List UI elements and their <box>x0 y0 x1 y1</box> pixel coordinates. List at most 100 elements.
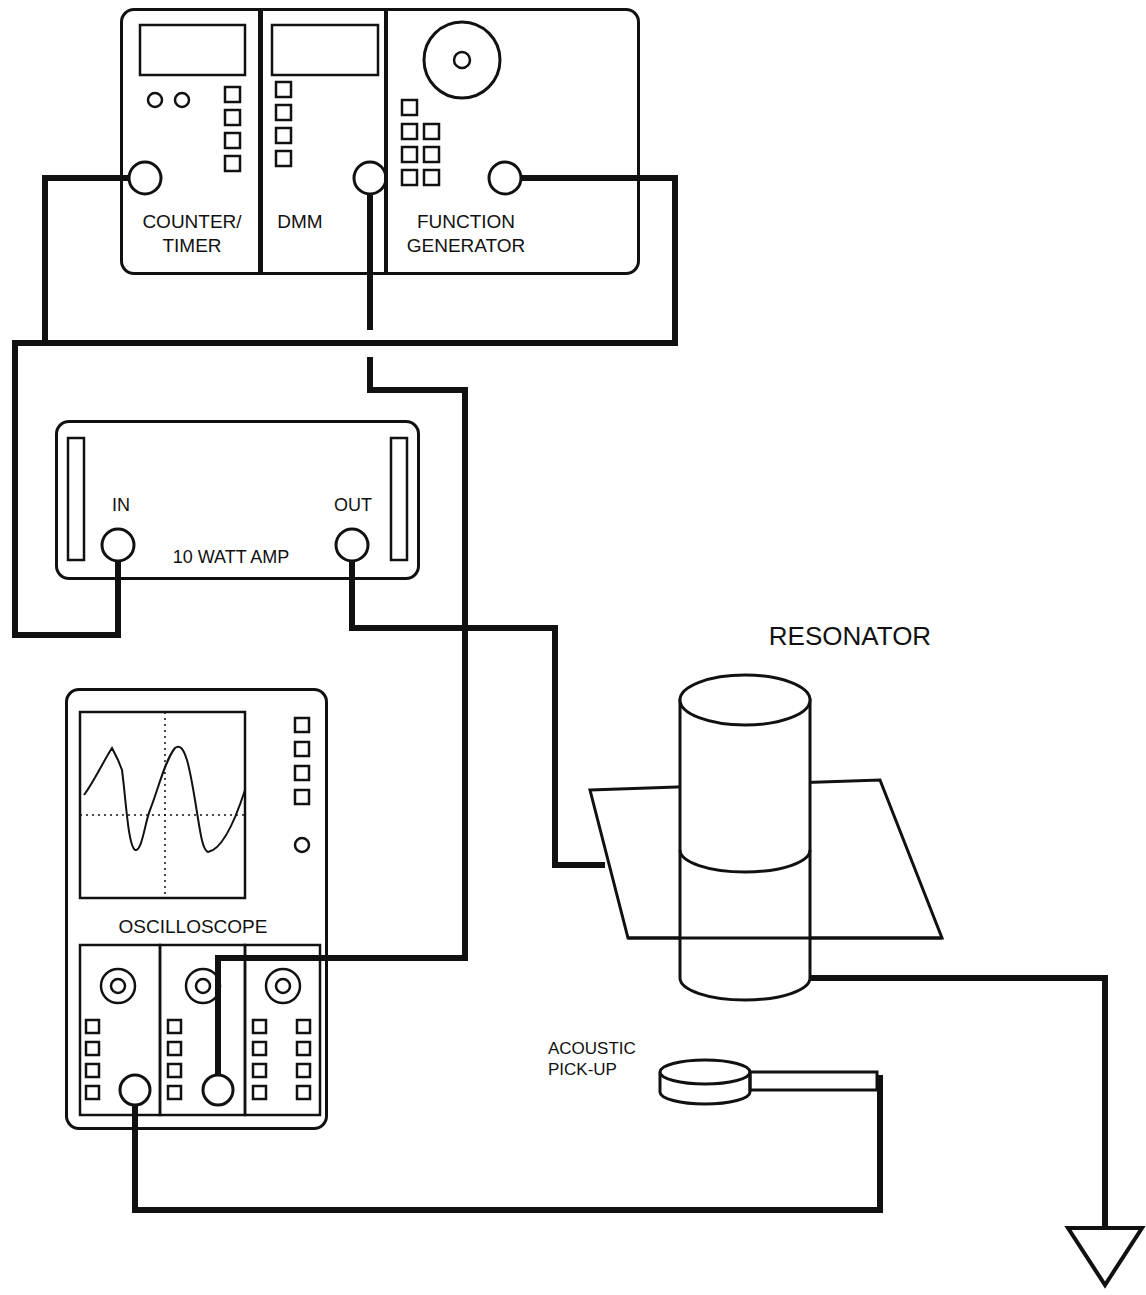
plugin-dial <box>101 969 135 1003</box>
scope-waveform <box>84 747 245 852</box>
plugin-dial <box>266 969 300 1003</box>
node-label: FUNCTION GENERATOR <box>396 210 536 258</box>
wire <box>45 178 675 343</box>
plugin-button <box>86 1064 99 1077</box>
counter-button <box>225 156 240 171</box>
scope-graticule <box>164 712 166 898</box>
text-slot: RESONATOR <box>700 620 1000 653</box>
resonator-top <box>680 675 810 725</box>
node-label: DMM <box>265 210 335 234</box>
scope-plugin <box>80 945 160 1115</box>
counter-timer-panel: COUNTER/ TIMER <box>120 8 263 275</box>
generator-button <box>402 100 417 115</box>
counter-knob <box>175 93 189 107</box>
resonator-cylinder <box>680 700 810 1000</box>
plugin-button <box>297 1064 310 1077</box>
plugin-button <box>253 1020 266 1033</box>
amp-handle <box>391 438 407 560</box>
scope-screen <box>80 712 245 898</box>
generator-button <box>402 124 417 139</box>
function-generator-panel: FUNCTION GENERATOR <box>385 8 640 275</box>
plugin-dial-center <box>111 979 125 993</box>
plugin-dial-center <box>196 979 210 993</box>
counter-button <box>225 133 240 148</box>
scope-button <box>295 742 309 756</box>
resonator-seam <box>680 850 810 872</box>
wire <box>352 580 605 865</box>
node-label: COUNTER/ TIMER <box>127 210 257 258</box>
plugin-button <box>253 1042 266 1055</box>
wire-stub <box>218 958 328 1075</box>
generator-button <box>402 170 417 185</box>
node-label: RESONATOR <box>700 620 1000 653</box>
amp-handle <box>68 438 84 560</box>
text-slot: IN <box>101 494 141 517</box>
plugin-button <box>168 1042 181 1055</box>
node-label: OSCILLOSCOPE <box>93 915 293 939</box>
dmm-display <box>272 25 378 75</box>
plugin-button <box>253 1086 266 1099</box>
plugin-button <box>297 1086 310 1099</box>
oscilloscope-box: OSCILLOSCOPE <box>65 688 328 1130</box>
node-label: ACOUSTIC PICK-UP <box>548 1038 658 1081</box>
plugin-button <box>297 1020 310 1033</box>
counter-button <box>225 87 240 102</box>
wire-stub <box>521 175 640 181</box>
node-label: 10 WATT AMP <box>156 546 306 569</box>
text-slot: COUNTER/ TIMER <box>127 210 257 258</box>
text-slot: 10 WATT AMP <box>156 546 306 569</box>
node-label: OUT <box>323 494 383 517</box>
plugin-dial-center <box>276 979 290 993</box>
node-label: IN <box>101 494 141 517</box>
dmm-jack <box>354 162 386 194</box>
dmm-button <box>276 151 291 166</box>
scope-button <box>295 790 309 804</box>
plugin-button <box>86 1042 99 1055</box>
scope-knob <box>295 838 309 852</box>
wire-stub <box>132 1105 138 1130</box>
text-slot: FUNCTION GENERATOR <box>396 210 536 258</box>
resonator-node: RESONATOR <box>605 612 945 987</box>
dmm-button <box>276 105 291 120</box>
acoustic-pickup-node: ACOUSTIC PICK-UP <box>545 1036 880 1102</box>
wire <box>328 275 465 958</box>
generator-button <box>424 170 439 185</box>
scope-plugin <box>160 945 245 1115</box>
generator-dial <box>424 22 500 98</box>
wire-stub <box>367 194 373 275</box>
scope-plugin <box>245 945 320 1115</box>
scope-ch1-jack <box>120 1075 150 1105</box>
scope-button <box>295 766 309 780</box>
drive-plate-edge <box>628 937 942 940</box>
wire <box>135 1075 880 1210</box>
scope-ch2-jack <box>203 1075 233 1105</box>
pickup-top <box>660 1060 750 1084</box>
generator-button <box>424 124 439 139</box>
counter-knob <box>148 93 162 107</box>
counter-jack <box>129 162 161 194</box>
plugin-button <box>168 1064 181 1077</box>
scope-button <box>295 718 309 732</box>
plugin-button <box>86 1020 99 1033</box>
amp-in-jack <box>102 529 134 561</box>
dmm-button <box>276 128 291 143</box>
pickup-lead <box>750 1072 877 1090</box>
dmm-button <box>276 82 291 97</box>
amp-out-jack <box>336 529 368 561</box>
dmm-panel: DMM <box>258 8 387 275</box>
text-slot: OUT <box>323 494 383 517</box>
plugin-button <box>86 1086 99 1099</box>
ground-wire <box>810 978 1105 1228</box>
plugin-button <box>168 1086 181 1099</box>
ground-symbol <box>1068 1228 1142 1285</box>
plugin-dial <box>186 969 220 1003</box>
wire <box>15 178 675 635</box>
scope-graticule <box>80 814 245 816</box>
generator-dial-center <box>454 52 470 68</box>
plugin-button <box>253 1064 266 1077</box>
generator-jack <box>489 162 521 194</box>
